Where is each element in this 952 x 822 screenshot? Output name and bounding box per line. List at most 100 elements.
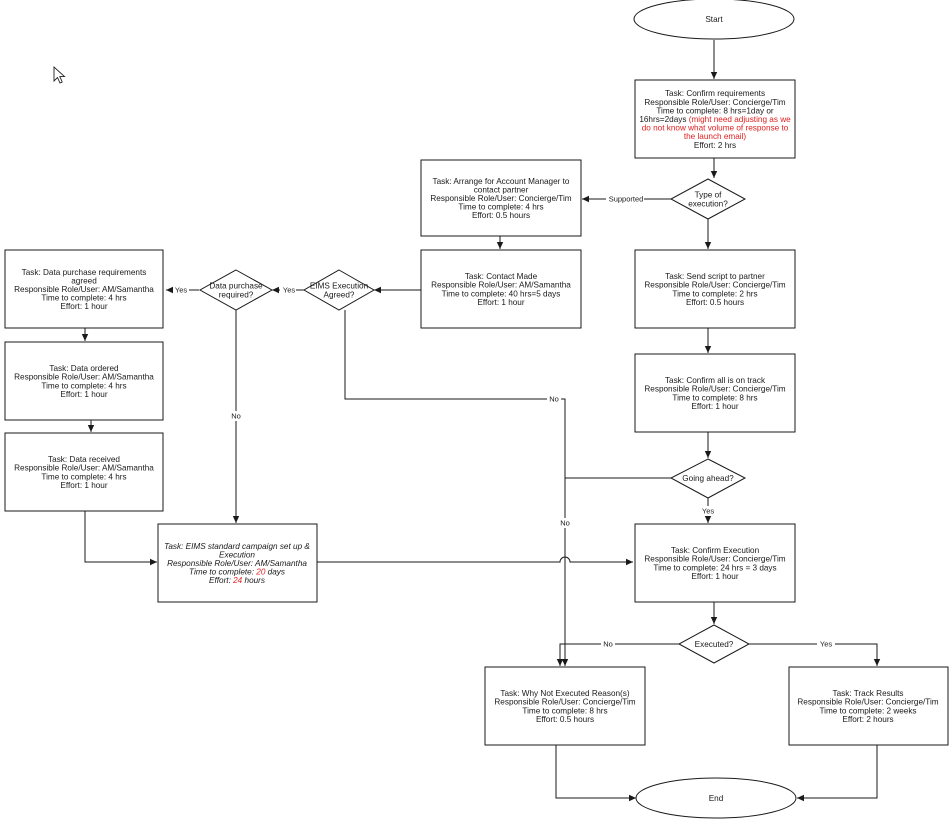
task-contact-made: [420, 249, 582, 329]
node-label-line: Responsible Role/User: AM/Samantha: [14, 373, 154, 382]
decision-eims-execution-agreed: [302, 269, 376, 311]
node-label-line: Task: Confirm requirements: [665, 89, 765, 98]
edge-label-yes-data: Yes: [175, 286, 187, 295]
node-label-line: hours: [242, 576, 265, 585]
nodes: [4, 0, 949, 819]
node-label-line: required?: [219, 290, 254, 299]
node-label-line: Time to complete: 24 hrs = 3 days: [653, 563, 776, 572]
node-label-line: Responsible Role/User: Concierge/Tim: [430, 194, 571, 203]
node-label-line: Time to complete: 8 hrs: [672, 393, 757, 402]
edge-executed-to-why-not-no: [556, 643, 679, 666]
node-label-line: Time to complete: 2 weeks: [819, 706, 916, 715]
node-label-line: Time to complete: 4 hrs: [41, 381, 126, 390]
node-label-line: 20: [255, 568, 266, 577]
decision-data-purchase-required: [198, 269, 274, 311]
node-label-line: Task: EIMS standard campaign set up &: [164, 542, 310, 551]
edge-label-supported: Supported: [609, 195, 644, 204]
node-label-line: Time to complete: 4 hrs: [41, 294, 126, 303]
node-label-end: End: [709, 794, 724, 803]
node-label-line: the launch email): [684, 132, 747, 141]
node-label-line: Responsible Role/User: AM/Samantha: [14, 285, 154, 294]
node-label-line: Task: Data purchase requirements: [22, 268, 147, 277]
edge-label-no-executed: No: [603, 640, 613, 649]
node-label-line: Task: Confirm Execution: [671, 546, 760, 555]
node-label-line: Time to complete: 4 hrs: [41, 472, 126, 481]
node-label-line: execution?: [688, 199, 728, 208]
node-label-line: Responsible Role/User: Concierge/Tim: [644, 555, 785, 564]
node-label-line: Effort: 1 hour: [691, 402, 738, 411]
decision-going-ahead: [669, 458, 747, 499]
edge-executed-to-track-yes: [749, 643, 881, 666]
node-label-line: contact partner: [474, 185, 529, 194]
start-terminal: [633, 0, 795, 40]
node-label-line: Responsible Role/User: Concierge/Tim: [494, 698, 635, 707]
node-label-line: Responsible Role/User: Concierge/Tim: [644, 281, 785, 290]
node-label-line: Task: Contact Made: [465, 272, 538, 281]
task-send-script: [634, 249, 796, 329]
node-label-line: Type of: [695, 191, 723, 200]
edge-labels: Supported Yes Yes No No Yes No No Yes: [173, 194, 835, 649]
edge-track-to-end: [797, 745, 878, 802]
node-label-line: End: [709, 794, 724, 803]
task-confirm-execution: [634, 523, 796, 603]
node-label-line: 16hrs=2days: [639, 115, 688, 124]
edge-label-yes-executed: Yes: [820, 640, 832, 649]
node-label-line: Responsible Role/User: Concierge/Tim: [644, 98, 785, 107]
node-label-line: Effort: 0.5 hours: [472, 211, 530, 220]
node-label-line: Task: Arrange for Account Manager to: [433, 177, 570, 186]
node-label-line: Start: [705, 15, 723, 24]
node-label-line: EIMS Execution: [310, 282, 369, 291]
node-label-line: Time to complete: 2 hrs: [672, 289, 757, 298]
node-label-line: Task: Why Not Executed Reason(s): [500, 689, 630, 698]
node-label-line: Time to complete: 40 hrs=5 days: [442, 289, 561, 298]
edge-received-to-eims-setup: [84, 511, 157, 566]
node-label-line: Time to complete: 8 hrs: [522, 706, 607, 715]
node-label-line: Effort: 1 hour: [477, 298, 524, 307]
node-label-line: Time to complete:: [189, 568, 256, 577]
node-label-line: Effort: 2 hours: [842, 715, 893, 724]
node-label-line: Effort: 0.5 hours: [686, 298, 744, 307]
task-confirm-on-track: [634, 353, 796, 433]
node-label-line: Time to complete: 4 hrs: [458, 203, 543, 212]
edge-label-no-data: No: [231, 412, 241, 421]
node-label-why-not: Task: Why Not Executed Reason(s)Responsi…: [494, 689, 635, 724]
edge-label-no-going: No: [560, 519, 570, 528]
node-label-line: Effort:: [209, 576, 233, 585]
node-label-eims-setup: Task: EIMS standard campaign set up &Exe…: [164, 542, 310, 585]
node-label-line: Responsible Role/User: Concierge/Tim: [644, 385, 785, 394]
node-label-line: Responsible Role/User: AM/Samantha: [431, 281, 571, 290]
node-label-line: Time to complete: 8 hrs=1day or: [656, 106, 774, 115]
node-label-line: agreed: [71, 276, 97, 285]
node-label-line: Responsible Role/User: AM/Samantha: [167, 559, 307, 568]
edge-eims-agreed-to-why-not-no: [344, 310, 569, 666]
node-label-line: (might need adjusting as we: [689, 115, 791, 124]
node-label-line: do not know what volume of response to: [642, 124, 789, 133]
task-arrange-account-manager: [420, 159, 582, 237]
edge-why-not-to-end: [555, 745, 636, 802]
edge-label-yes-eims: Yes: [283, 286, 295, 295]
node-label-line: Effort: 1 hour: [60, 302, 107, 311]
task-why-not-executed: [484, 666, 646, 746]
node-label-line: Task: Send script to partner: [665, 272, 765, 281]
task-confirm-requirements: [634, 79, 796, 159]
task-eims-campaign-setup: [157, 523, 318, 603]
node-label-executed: Executed?: [695, 640, 734, 649]
node-label-line: Execution: [219, 550, 255, 559]
task-data-received: [4, 432, 164, 512]
edge-label-yes-going: Yes: [702, 507, 714, 516]
node-label-line: Task: Confirm all is on track: [665, 376, 766, 385]
node-label-line: Responsible Role/User: AM/Samantha: [14, 464, 154, 473]
node-label-line: Task: Data ordered: [49, 364, 119, 373]
